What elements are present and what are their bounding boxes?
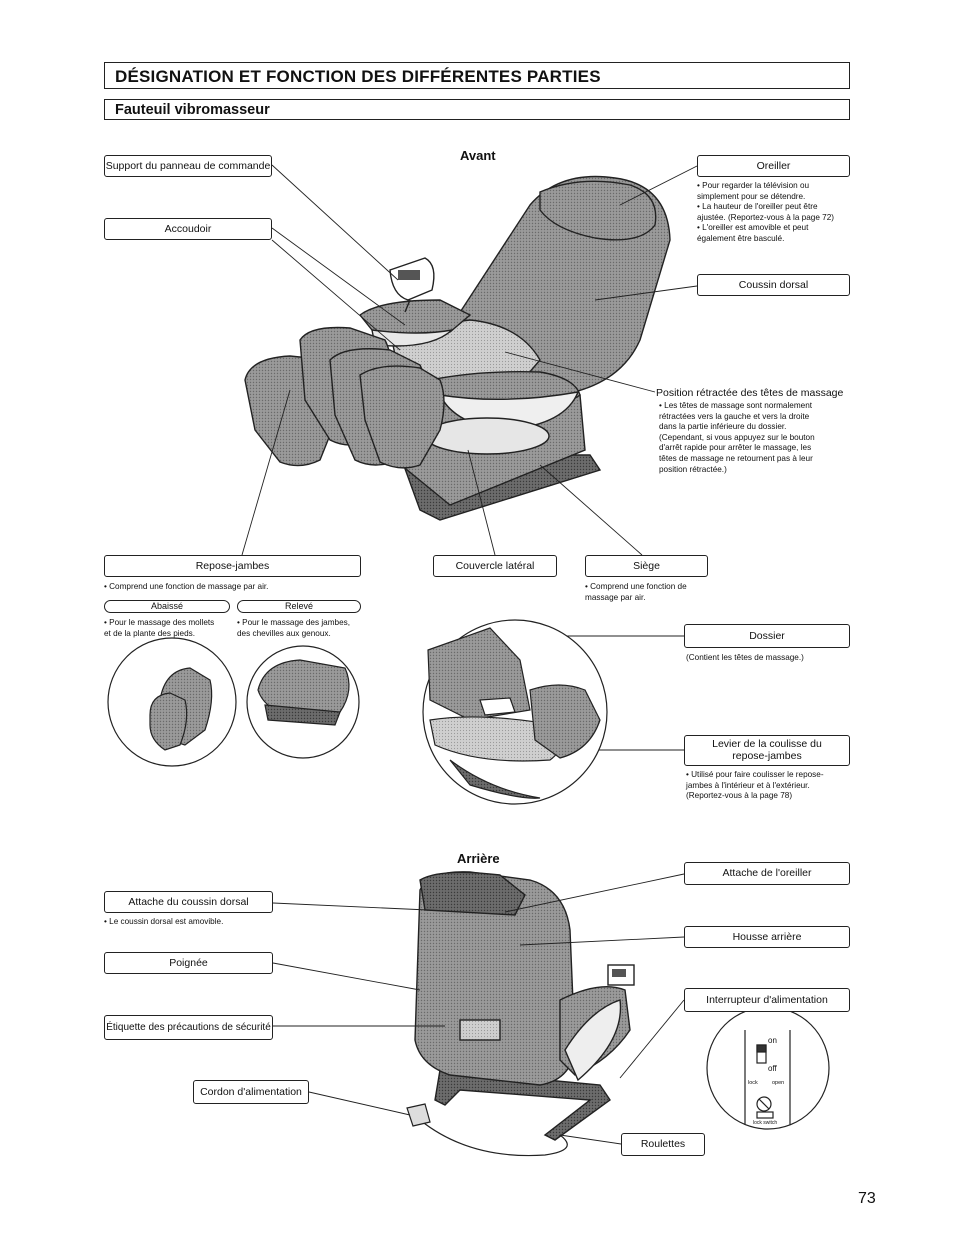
abaisse-detail-illustration [107, 637, 237, 767]
label-oreiller: Oreiller [697, 155, 850, 177]
label-cordon-alimentation: Cordon d'alimentation [193, 1080, 309, 1104]
dossier-detail-illustration [422, 619, 608, 805]
label-couvercle-lateral: Couvercle latéral [433, 555, 557, 577]
label-attache-coussin-dorsal: Attache du coussin dorsal [104, 891, 273, 913]
label-interrupteur-alimentation: Interrupteur d'alimentation [684, 988, 850, 1012]
switch-lockswitch-label: lock switch [753, 1120, 778, 1126]
label-releve: Relevé [237, 600, 361, 613]
switch-lock-label: lock [748, 1080, 758, 1086]
page-number: 73 [858, 1190, 876, 1207]
label-coussin-dorsal: Coussin dorsal [697, 274, 850, 296]
rear-leader-lines [272, 873, 685, 1145]
note-oreiller: • Pour regarder la télévision ou simplem… [697, 181, 834, 243]
label-position-retractee: Position rétractée des têtes de massage [656, 387, 844, 399]
label-accoudoir: Accoudoir [104, 218, 272, 240]
section-subtitle: Fauteuil vibromasseur [104, 99, 850, 120]
label-siege: Siège [585, 555, 708, 577]
rear-heading: Arrière [457, 851, 500, 866]
note-levier-coulisse: • Utilisé pour faire coulisser le repose… [686, 770, 824, 801]
power-switch-detail [706, 1006, 830, 1130]
note-siege: • Comprend une fonction de massage par a… [585, 582, 687, 602]
front-heading: Avant [460, 148, 496, 163]
power-cord-illustration [406, 1103, 568, 1157]
switch-off-label: off [768, 1064, 777, 1073]
label-housse-arriere: Housse arrière [684, 926, 850, 948]
page-title: DÉSIGNATION ET FONCTION DES DIFFÉRENTES … [104, 62, 850, 89]
label-abaisse: Abaissé [104, 600, 230, 613]
label-poignee: Poignée [104, 952, 273, 974]
label-roulettes: Roulettes [621, 1133, 705, 1156]
switch-open-label: open [772, 1080, 785, 1086]
label-dossier: Dossier [684, 624, 850, 648]
note-releve: • Pour le massage des jambes, des chevil… [237, 618, 350, 638]
note-abaisse: • Pour le massage des mollets et de la p… [104, 618, 215, 638]
label-levier-coulisse: Levier de la coulisse du repose-jambes [684, 735, 850, 766]
label-attache-oreiller: Attache de l'oreiller [684, 862, 850, 885]
note-attache-coussin-dorsal: • Le coussin dorsal est amovible. [104, 917, 224, 926]
rear-chair-illustration [414, 871, 635, 1141]
note-dossier: (Contient les têtes de massage.) [686, 653, 804, 662]
label-support-panneau: Support du panneau de commande [104, 155, 272, 177]
switch-on-label: on [768, 1036, 777, 1045]
front-chair-illustration [244, 175, 671, 521]
note-repose-jambes: • Comprend une fonction de massage par a… [104, 582, 269, 591]
note-position-retractee: • Les têtes de massage sont normalement … [659, 401, 815, 474]
releve-detail-illustration [246, 645, 360, 759]
label-repose-jambes: Repose-jambes [104, 555, 361, 577]
label-etiquette-securite: Étiquette des précautions de sécurité [104, 1015, 273, 1040]
